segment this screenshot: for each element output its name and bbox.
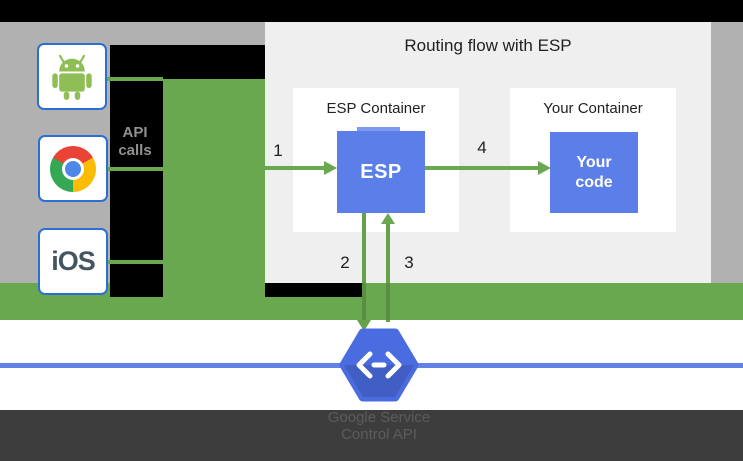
arrow-2-line	[362, 213, 366, 320]
arrow-1-head	[324, 161, 337, 175]
endpoints-hexagon-code-icon	[339, 328, 419, 402]
android-client-box	[37, 43, 107, 110]
green-api-pipe	[163, 79, 265, 320]
service-control-caption: Google Service Control API	[276, 409, 482, 443]
step-1-label: 1	[273, 141, 283, 160]
arrow-3-band-shade	[386, 283, 390, 320]
bottom-dark-band	[0, 410, 743, 461]
your-code-line1: Your	[576, 153, 612, 171]
chrome-center-dot	[65, 160, 81, 177]
right-gray-strip	[711, 22, 743, 283]
ios-label: iOS	[51, 246, 96, 276]
arrow-1-line	[265, 166, 326, 170]
service-caption-line2: Control API	[341, 426, 417, 443]
android-robot-icon	[52, 54, 92, 100]
ios-client-box: iOS	[38, 228, 108, 295]
your-code-text: Your code	[575, 153, 612, 193]
arrow-3-head	[381, 213, 395, 224]
api-calls-label: API calls	[106, 124, 164, 160]
arrow-2-band-shade	[362, 283, 366, 320]
chrome-browser-icon	[50, 145, 96, 192]
android-connector-line	[107, 77, 163, 81]
top-black-band	[0, 0, 743, 22]
arrow-4-head	[538, 161, 551, 175]
esp-container-label: ESP Container	[326, 100, 426, 117]
step-3-label: 3	[404, 253, 414, 272]
service-caption-line1: Google Service	[327, 409, 431, 426]
panel-title: Routing flow with ESP	[404, 36, 572, 55]
step-2-label: 2	[340, 253, 350, 272]
api-calls-label-line1: API	[122, 124, 148, 141]
esp-secondary-box	[357, 127, 400, 133]
chrome-client-box	[38, 135, 108, 202]
api-calls-label-line2: calls	[118, 142, 152, 159]
step-4-label: 4	[477, 138, 487, 157]
arrow-3-line	[386, 220, 390, 322]
ios-connector-line	[107, 260, 163, 264]
your-code-line2: code	[575, 173, 613, 191]
arrow-2-head	[357, 320, 371, 331]
your-container-label: Your Container	[543, 100, 643, 117]
chrome-connector-line	[105, 167, 163, 171]
arrow-4-line	[425, 166, 540, 170]
your-code-box: Your code	[550, 132, 638, 213]
esp-box: ESP	[337, 131, 425, 213]
